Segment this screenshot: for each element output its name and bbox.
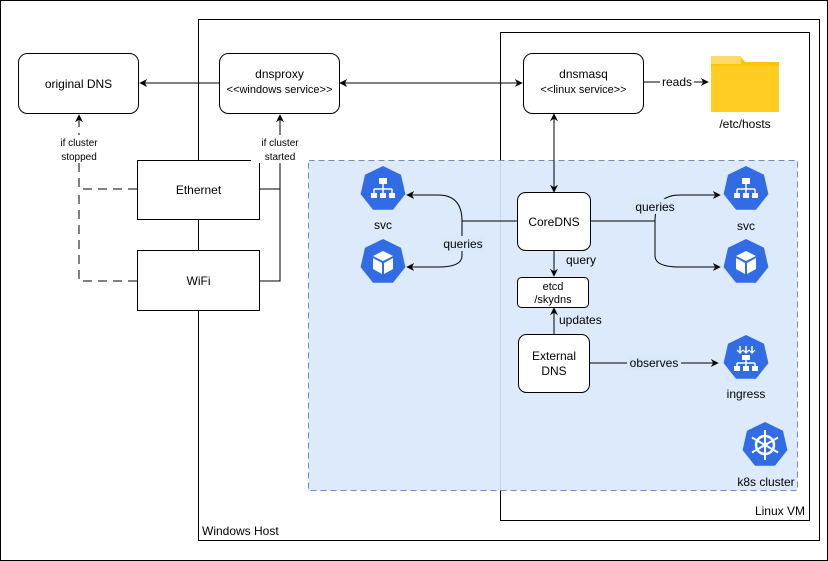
original-dns-label: original DNS [45, 77, 112, 91]
svc-right-node: svc [723, 166, 769, 233]
edge-coredns-to-svc-left [406, 191, 517, 222]
etc-hosts-node: /etc/hosts [711, 56, 779, 131]
if-cluster-started-line2: started [265, 152, 296, 163]
svc-left-node: svc [360, 166, 406, 232]
k8s-pod-icon-right [723, 239, 769, 283]
k8s-ingress-icon [723, 335, 769, 379]
etcd-line2: /skydns [534, 294, 572, 306]
if-cluster-started-line1: if cluster [261, 138, 299, 149]
queries-right-label: queries [635, 200, 674, 214]
k8s-pod-icon-left [360, 239, 406, 283]
dnsproxy-subtitle: <<windows service>> [227, 84, 333, 96]
if-cluster-stopped-line2: stopped [61, 152, 97, 163]
updates-label: updates [559, 313, 602, 327]
edge-label-query: query [566, 253, 596, 267]
kubernetes-helm-icon [742, 422, 788, 466]
dnsproxy-node: dnsproxy <<windows service>> [219, 53, 340, 114]
folder-icon [711, 56, 779, 112]
wifi-label: WiFi [187, 274, 211, 288]
edge-label-queries-left: queries [441, 236, 485, 251]
ethernet-label: Ethernet [176, 183, 222, 197]
linux-vm-label: Linux VM [755, 504, 805, 518]
queries-left-label: queries [443, 237, 482, 251]
k8s-cluster-node: k8s cluster [737, 422, 795, 489]
edge-wifi-to-dnsproxy [260, 189, 281, 282]
dnsmasq-node: dnsmasq <<linux service>> [523, 53, 644, 114]
edge-wifi-to-original-dns [78, 189, 137, 282]
if-cluster-stopped-line1: if cluster [60, 138, 98, 149]
edge-label-observes: observes [627, 355, 681, 370]
coredns-label: CoreDNS [528, 215, 579, 229]
k8s-cluster-label: k8s cluster [737, 475, 794, 489]
svc-right-label: svc [737, 219, 755, 233]
k8s-service-icon [723, 166, 769, 210]
query-label: query [566, 253, 596, 267]
edge-label-reads: reads [660, 74, 694, 89]
wifi-node: WiFi [137, 250, 260, 311]
observes-label: observes [630, 356, 679, 370]
k8s-service-icon [360, 166, 406, 210]
edge-label-queries-right: queries [632, 199, 678, 214]
edge-label-if-cluster-stopped: if cluster stopped [50, 135, 108, 163]
coredns-node: CoreDNS [517, 192, 591, 251]
edge-coredns-to-pod-right [654, 221, 721, 271]
windows-host-label: Windows Host [202, 524, 279, 538]
external-dns-node: External DNS [518, 334, 590, 393]
original-dns-node: original DNS [18, 53, 139, 114]
edge-coredns-to-pod-left [406, 221, 463, 271]
external-dns-line2: DNS [541, 364, 566, 378]
etc-hosts-label: /etc/hosts [719, 117, 770, 131]
etcd-node: etcd /skydns [517, 277, 589, 308]
dnsmasq-subtitle: <<linux service>> [540, 84, 626, 96]
edge-label-if-cluster-started: if cluster started [251, 135, 309, 163]
dnsmasq-title: dnsmasq [559, 67, 608, 81]
ingress-node: ingress [723, 335, 769, 401]
ethernet-node: Ethernet [137, 160, 260, 220]
ingress-label: ingress [727, 387, 766, 401]
edge-label-updates: updates [559, 313, 602, 327]
reads-label: reads [662, 75, 692, 89]
svc-left-label: svc [374, 218, 392, 232]
dnsproxy-title: dnsproxy [255, 67, 304, 81]
etcd-line1: etcd [543, 281, 564, 293]
external-dns-line1: External [532, 349, 576, 363]
